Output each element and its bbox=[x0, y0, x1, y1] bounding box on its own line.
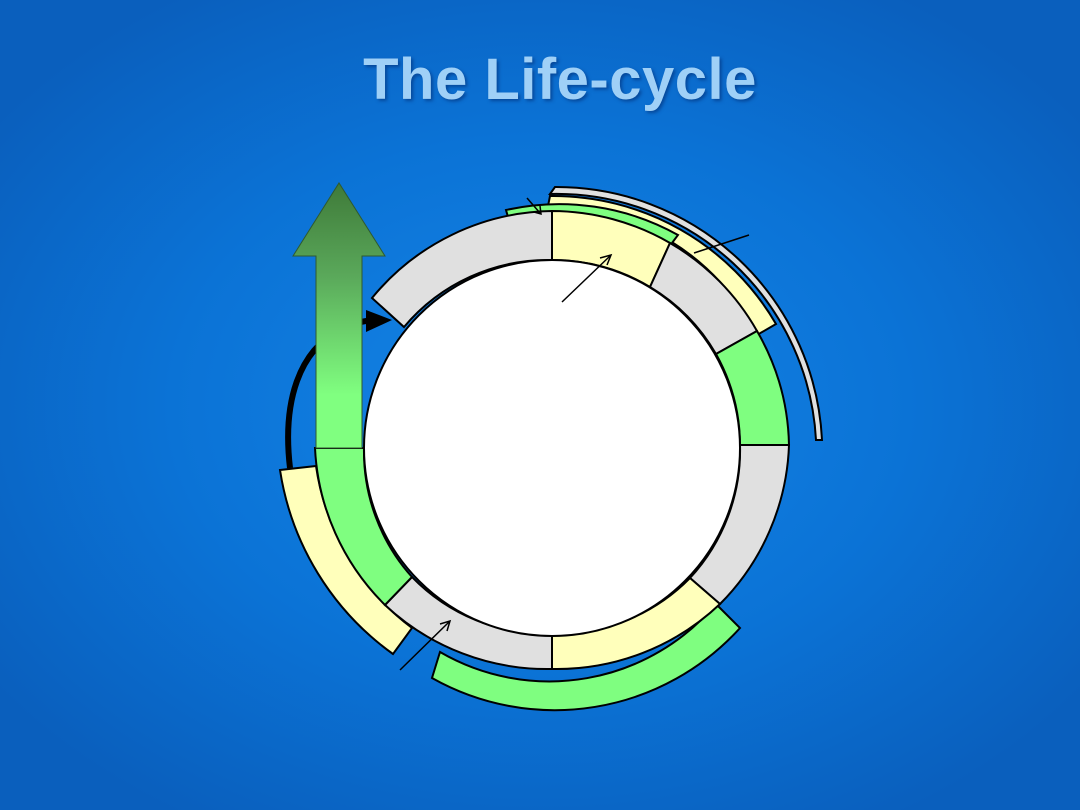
pointer-arrow-top-head bbox=[533, 205, 542, 216]
pointer-arrow-center-head bbox=[599, 253, 613, 266]
ring-segment-gray-upper-left bbox=[370, 209, 553, 329]
pointer-line-upper-right bbox=[693, 234, 750, 254]
pointer-arrow-bottom-left bbox=[399, 621, 450, 671]
pointer-arrow-top bbox=[526, 197, 541, 214]
outer-green-segment-bottom bbox=[430, 602, 742, 712]
pointer-arrows bbox=[399, 197, 750, 671]
exit-up-arrow bbox=[292, 182, 386, 449]
pointer-arrow-bottom-left-head bbox=[439, 619, 452, 632]
outer-gray-segment bbox=[548, 185, 824, 441]
inner-circle bbox=[363, 259, 741, 637]
page-title: The Life-cycle bbox=[363, 47, 757, 112]
pointer-arrow-center bbox=[561, 255, 611, 303]
